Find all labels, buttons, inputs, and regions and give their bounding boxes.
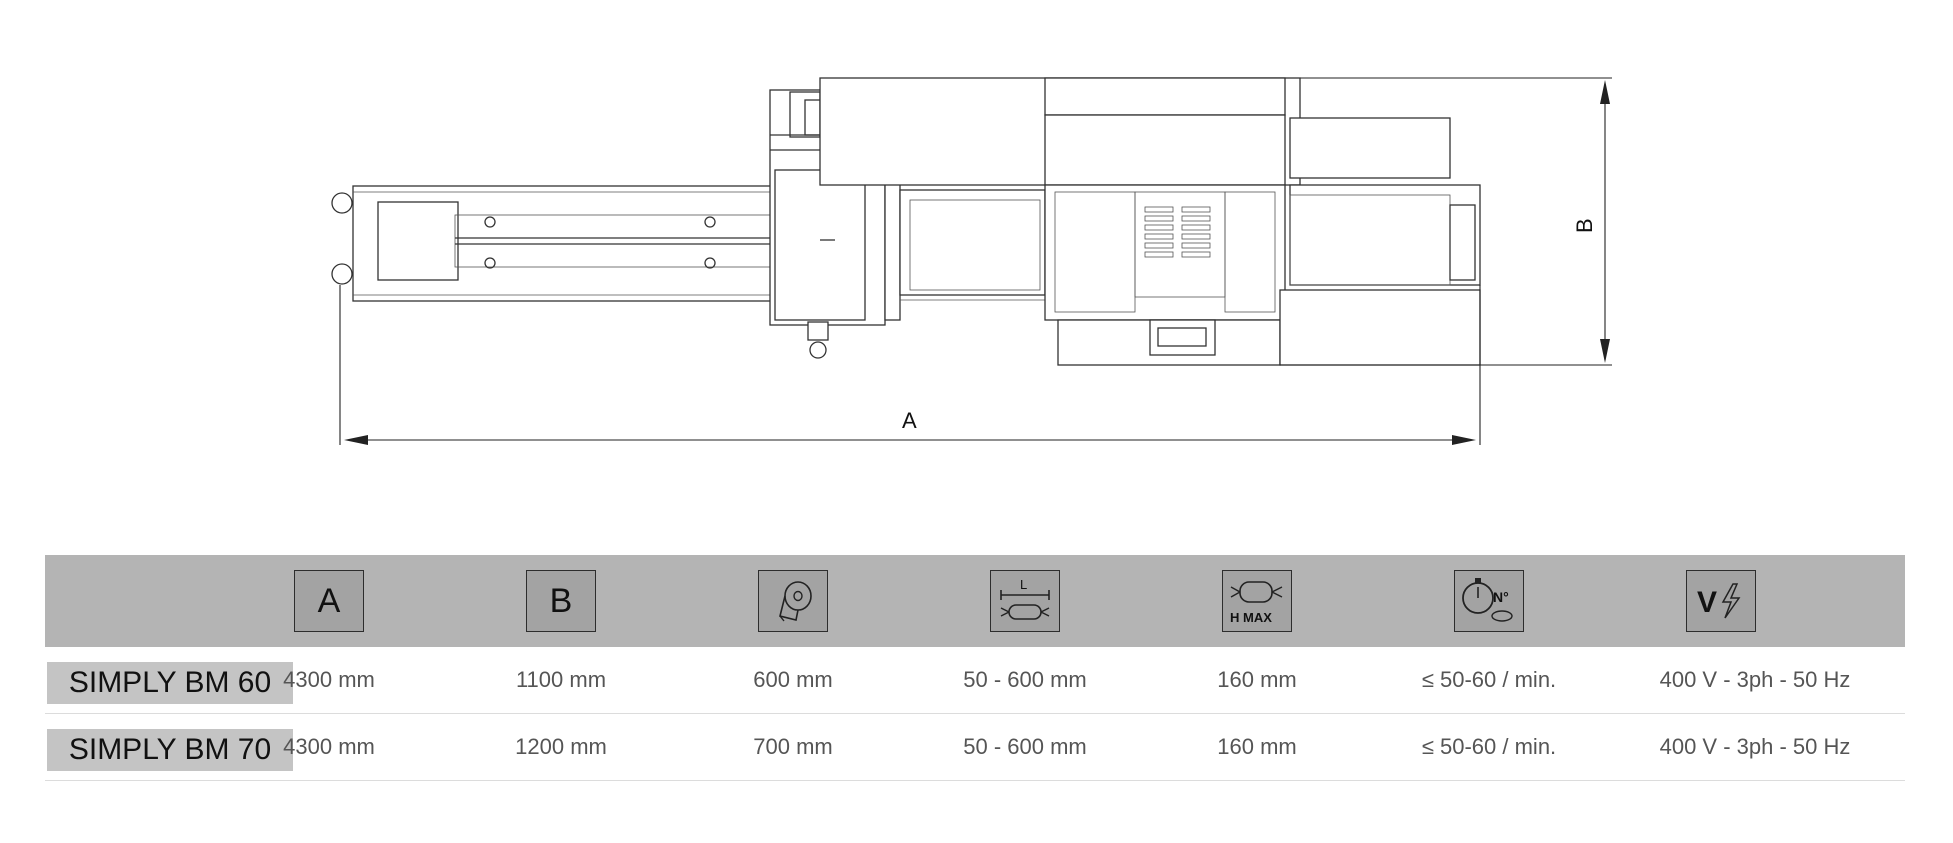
machine-technical-drawing: A B [331, 77, 1612, 445]
cell-dimension-b: 1200 mm [515, 734, 607, 759]
specifications-table: A B L [45, 555, 1905, 781]
svg-text:V: V [1697, 586, 1717, 619]
header-product-height: H MAX [1141, 555, 1373, 647]
cell-output-rate: ≤ 50-60 / min. [1421, 734, 1557, 759]
film-reel-icon [758, 570, 828, 632]
model-name: SIMPLY BM 60 [47, 662, 293, 704]
cell-output-rate: ≤ 50-60 / min. [1421, 667, 1557, 692]
main-cabinet [819, 77, 1301, 366]
dimension-a-icon: A [294, 570, 364, 632]
dimension-b-icon: B [526, 570, 596, 632]
cell-product-length: 50 - 600 mm [963, 667, 1087, 692]
cell-dimension-b: 1100 mm [515, 667, 607, 692]
table-row: SIMPLY BM 70 4300 mm 1200 mm 700 mm 50 -… [45, 714, 1905, 781]
table-row: SIMPLY BM 60 4300 mm 1100 mm 600 mm 50 -… [45, 647, 1905, 714]
dimension-b-label: B [1572, 218, 1597, 233]
dimension-a-label: A [902, 408, 917, 433]
outfeed-conveyor [1279, 77, 1600, 366]
header-film-width [677, 555, 909, 647]
svg-text:N°: N° [1493, 589, 1509, 605]
product-height-icon: H MAX [1222, 570, 1292, 632]
svg-text:L: L [1020, 577, 1027, 592]
header-dimension-b: B [445, 555, 677, 647]
voltage-icon: V [1686, 570, 1756, 632]
stopwatch-icon: N° [1454, 570, 1524, 632]
table-header: A B L [45, 555, 1905, 647]
product-length-icon: L [990, 570, 1060, 632]
svg-text:H MAX: H MAX [1230, 610, 1272, 625]
header-product-length: L [909, 555, 1141, 647]
middle-conveyor [899, 189, 1046, 301]
cell-product-height: 160 mm [1217, 734, 1297, 759]
header-dimension-a: A [213, 555, 445, 647]
cell-power-supply: 400 V - 3ph - 50 Hz [1659, 734, 1851, 759]
header-output-rate: N° [1373, 555, 1605, 647]
cell-dimension-a: 4300 mm [283, 734, 375, 759]
cell-film-width: 600 mm [753, 667, 833, 692]
control-panel-keys [1144, 206, 1211, 258]
cell-power-supply: 400 V - 3ph - 50 Hz [1659, 667, 1851, 692]
dimension-b: B [1280, 77, 1612, 366]
cell-product-length: 50 - 600 mm [963, 734, 1087, 759]
cell-film-width: 700 mm [753, 734, 833, 759]
cell-dimension-a: 4300 mm [283, 667, 375, 692]
cell-product-height: 160 mm [1217, 667, 1297, 692]
header-power-supply: V [1605, 555, 1837, 647]
model-name: SIMPLY BM 70 [47, 729, 293, 771]
infeed-conveyor [331, 185, 774, 302]
